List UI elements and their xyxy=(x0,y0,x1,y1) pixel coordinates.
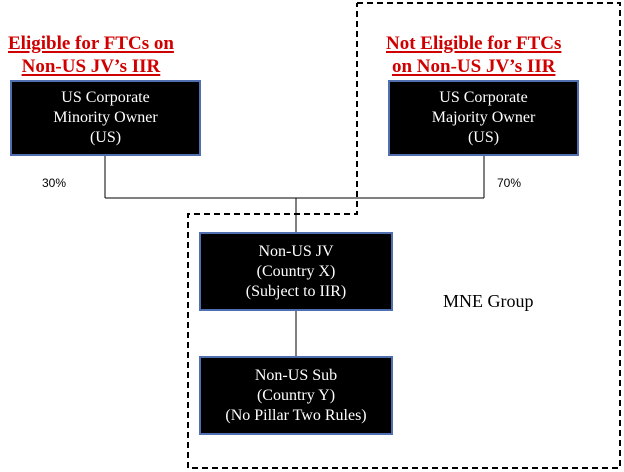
majority-owner-line-1: US Corporate xyxy=(439,89,528,106)
sub-line-1: Non-US Sub xyxy=(254,366,338,384)
eligible-heading: Eligible for FTCs on Non-US JV’s IIR xyxy=(8,32,174,78)
not-eligible-heading: Not Eligible for FTCs on Non-US JV’s IIR xyxy=(386,32,561,78)
non-us-jv-box: Non-US JV (Country X) (Subject to IIR) xyxy=(199,232,393,311)
not-eligible-heading-line-1: Not Eligible for FTCs xyxy=(386,33,562,54)
jv-line-2: (Country X) xyxy=(256,262,336,280)
majority-owner-line-3: (US) xyxy=(467,129,500,146)
sub-line-2: (Country Y) xyxy=(256,386,336,404)
minority-owner-line-3: (US) xyxy=(89,129,122,146)
majority-owner-line-2: Majority Owner xyxy=(431,109,536,126)
sub-line-3: (No Pillar Two Rules) xyxy=(225,406,367,424)
jv-line-3: (Subject to IIR) xyxy=(245,282,347,300)
non-us-sub-box: Non-US Sub (Country Y) (No Pillar Two Ru… xyxy=(199,356,393,435)
minority-owner-line-2: Minority Owner xyxy=(53,109,158,126)
majority-ownership-percent: 70% xyxy=(497,176,522,190)
mne-group-boundary xyxy=(187,2,621,469)
eligible-heading-line-2: Non-US JV’s IIR xyxy=(21,56,161,77)
us-majority-owner-box: US Corporate Majority Owner (US) xyxy=(388,80,579,156)
us-minority-owner-box: US Corporate Minority Owner (US) xyxy=(10,80,201,156)
jv-line-1: Non-US JV xyxy=(258,242,334,260)
minority-ownership-percent: 30% xyxy=(42,176,67,190)
mne-group-label: MNE Group xyxy=(443,291,534,311)
not-eligible-heading-line-2: on Non-US JV’s IIR xyxy=(391,56,556,77)
eligible-heading-line-1: Eligible for FTCs on xyxy=(8,33,174,54)
minority-owner-line-1: US Corporate xyxy=(61,89,150,106)
